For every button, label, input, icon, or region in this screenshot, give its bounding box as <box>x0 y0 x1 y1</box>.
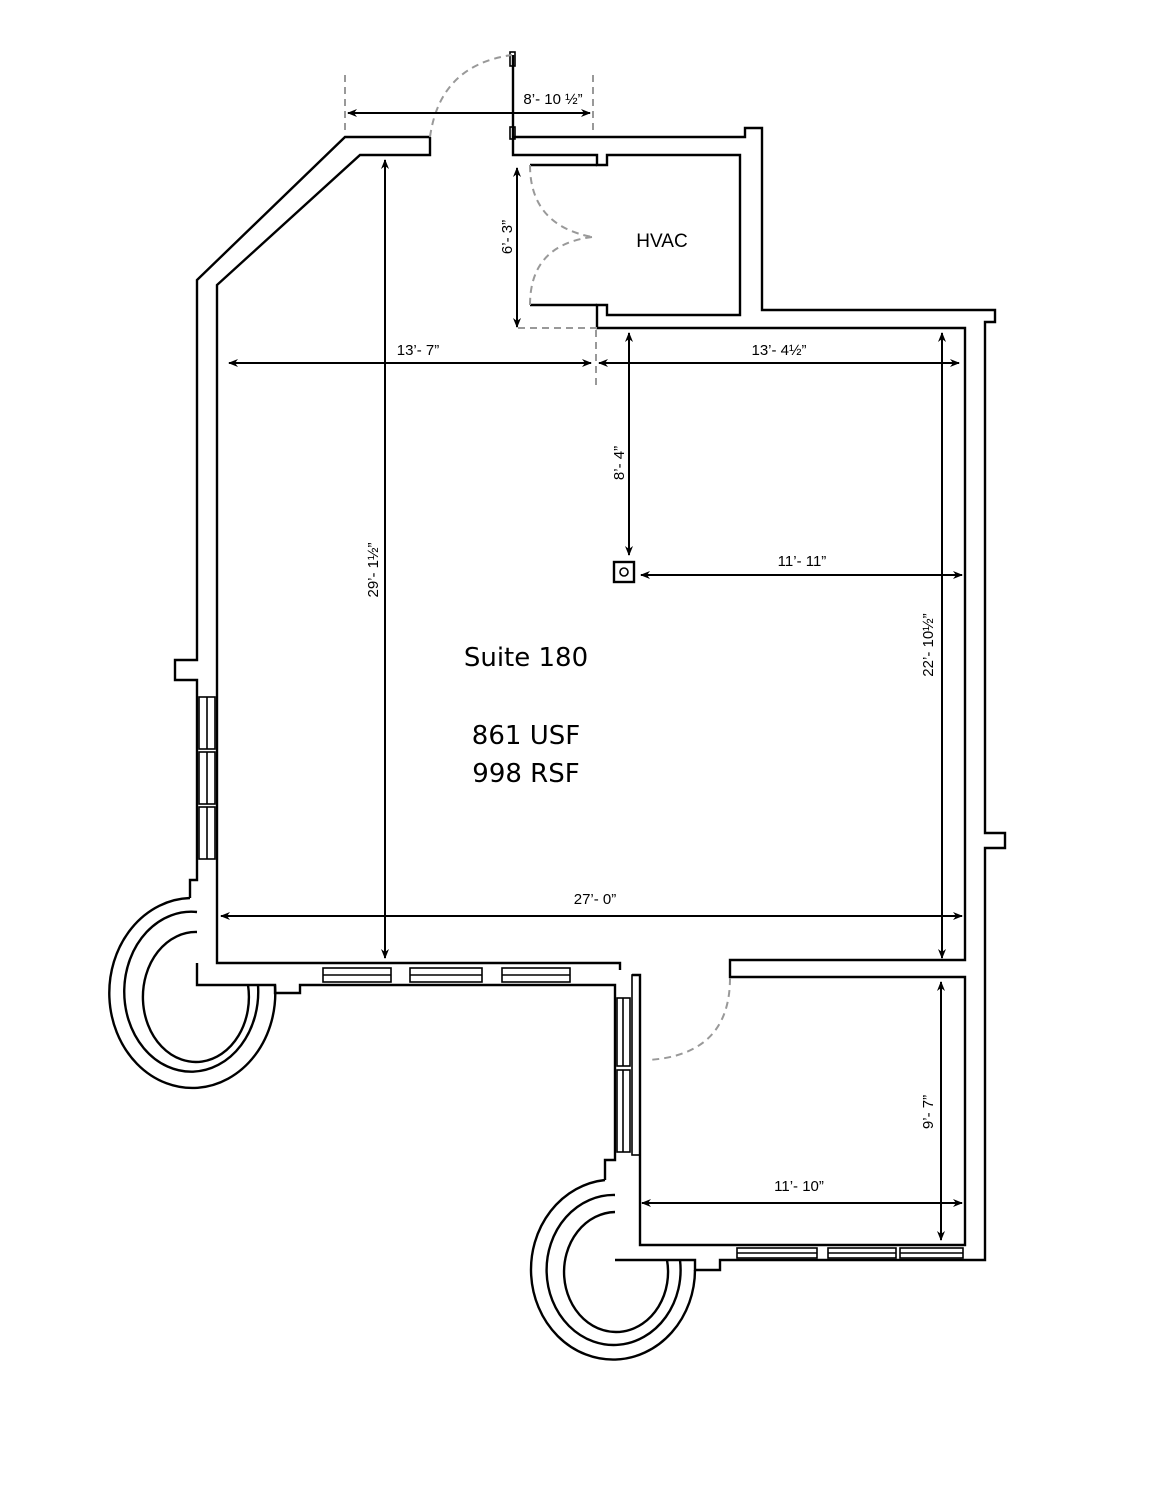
suite-rsf: 998 RSF <box>472 759 579 789</box>
dim-office-depth: 9’- 7” <box>920 1095 937 1129</box>
dimension-lines <box>220 109 963 1241</box>
dim-office-width: 11’- 10” <box>774 1178 824 1195</box>
walls <box>173 51 1007 1272</box>
windows <box>198 696 964 1259</box>
dim-hvac-depth: 6’- 3” <box>499 220 516 254</box>
suite-name: Suite 180 <box>464 643 588 673</box>
hvac-room-label: HVAC <box>636 231 687 252</box>
dim-overall-depth: 29’- 1½” <box>365 542 382 597</box>
door-swings <box>344 54 731 1061</box>
round-bay-1 <box>108 896 277 1090</box>
dim-entry-width: 8’- 10 ½” <box>523 91 582 108</box>
suite-usf: 861 USF <box>472 721 580 751</box>
dim-column-from-wall: 8’- 4” <box>611 446 628 480</box>
dim-overall-width: 27’- 0” <box>574 891 617 908</box>
structural-column <box>612 560 636 584</box>
dim-east-width: 13’- 4½” <box>751 342 806 359</box>
dim-column-to-east: 11’- 11” <box>778 553 827 570</box>
dim-west-width: 13’- 7” <box>397 342 440 359</box>
dim-east-depth: 22’- 10½” <box>920 613 937 676</box>
round-bay-2 <box>529 1178 697 1361</box>
